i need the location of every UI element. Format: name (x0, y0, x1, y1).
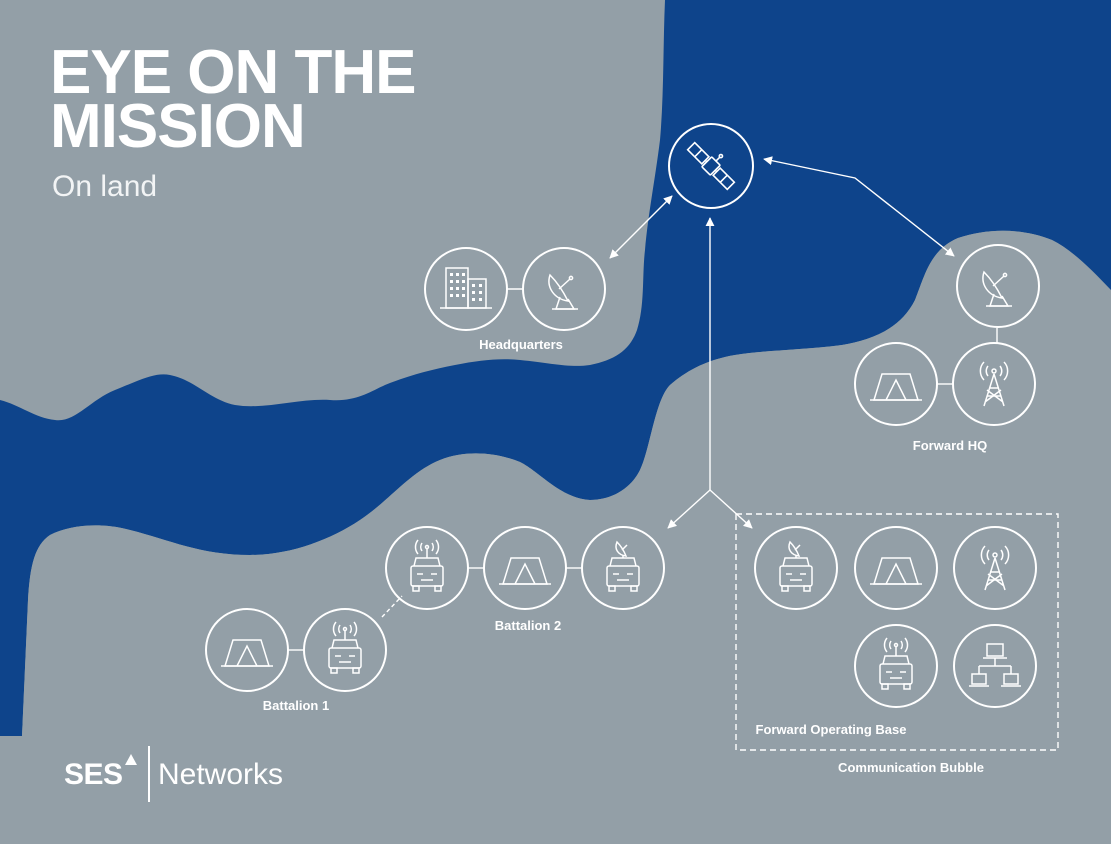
logo-product: Networks (158, 758, 284, 791)
b2-vehicle-radio-node (385, 526, 469, 610)
fob-network-node (953, 624, 1037, 708)
page-title: EYE ON THE MISSION (50, 38, 417, 161)
b2-vehicle-dish-node (581, 526, 665, 610)
vehicle-with-antenna-icon (410, 539, 444, 592)
b2-tent-node (483, 526, 567, 610)
fob-vehicle-radio-node (854, 624, 938, 708)
label-battalion-2: Battalion 2 (494, 618, 562, 633)
vehicle-with-antenna-icon (328, 621, 362, 674)
logo-divider (148, 746, 150, 802)
link-satellite-headquarters (609, 195, 673, 259)
tent-icon (870, 373, 922, 401)
link-junction-battalion2 (667, 489, 711, 529)
hq-building-node (424, 247, 508, 331)
link-satellite-forward-hq (763, 156, 955, 257)
hq-dish-node (522, 247, 606, 331)
satellite-dish-icon (982, 270, 1012, 307)
page-subtitle: On land (52, 170, 158, 203)
label-forward-hq: Forward HQ (912, 438, 988, 453)
b1-vehicle-radio-node (303, 608, 387, 692)
land-forward-hq (0, 230, 1111, 844)
tent-icon (870, 557, 922, 585)
vehicle-with-antenna-icon (879, 637, 913, 690)
b1-tent-node (205, 608, 289, 692)
fob-vehicle-dish-node (754, 526, 838, 610)
vehicle-with-dish-icon (779, 540, 813, 592)
logo-brand: SES (64, 758, 123, 791)
label-forward-operating-base: Forward Operating Base (755, 722, 907, 737)
fob-tent-node (854, 526, 938, 610)
tent-icon (221, 639, 273, 667)
fhq-tent-node (854, 342, 938, 426)
satellite-node (668, 123, 754, 209)
satellite-dish-icon (548, 273, 578, 310)
fob-tower-node (953, 526, 1037, 610)
satellite-icon (686, 141, 736, 191)
link-junction-fob (709, 489, 753, 529)
tent-icon (499, 557, 551, 585)
vehicle-with-dish-icon (606, 540, 640, 592)
radio-tower-icon (980, 545, 1010, 591)
fhq-tower-node (952, 342, 1036, 426)
label-communication-bubble: Communication Bubble (838, 760, 984, 775)
office-building-icon (440, 267, 492, 309)
label-battalion-1: Battalion 1 (262, 698, 330, 713)
title-line-2: MISSION (50, 92, 306, 161)
logo-triangle-icon (125, 754, 137, 765)
title-line-1: EYE ON THE (50, 38, 417, 107)
radio-tower-icon (979, 361, 1009, 407)
label-headquarters: Headquarters (479, 337, 563, 352)
computer-network-icon (969, 643, 1021, 687)
communication-bubble-boundary (735, 513, 1059, 751)
fhq-dish-node (956, 244, 1040, 328)
